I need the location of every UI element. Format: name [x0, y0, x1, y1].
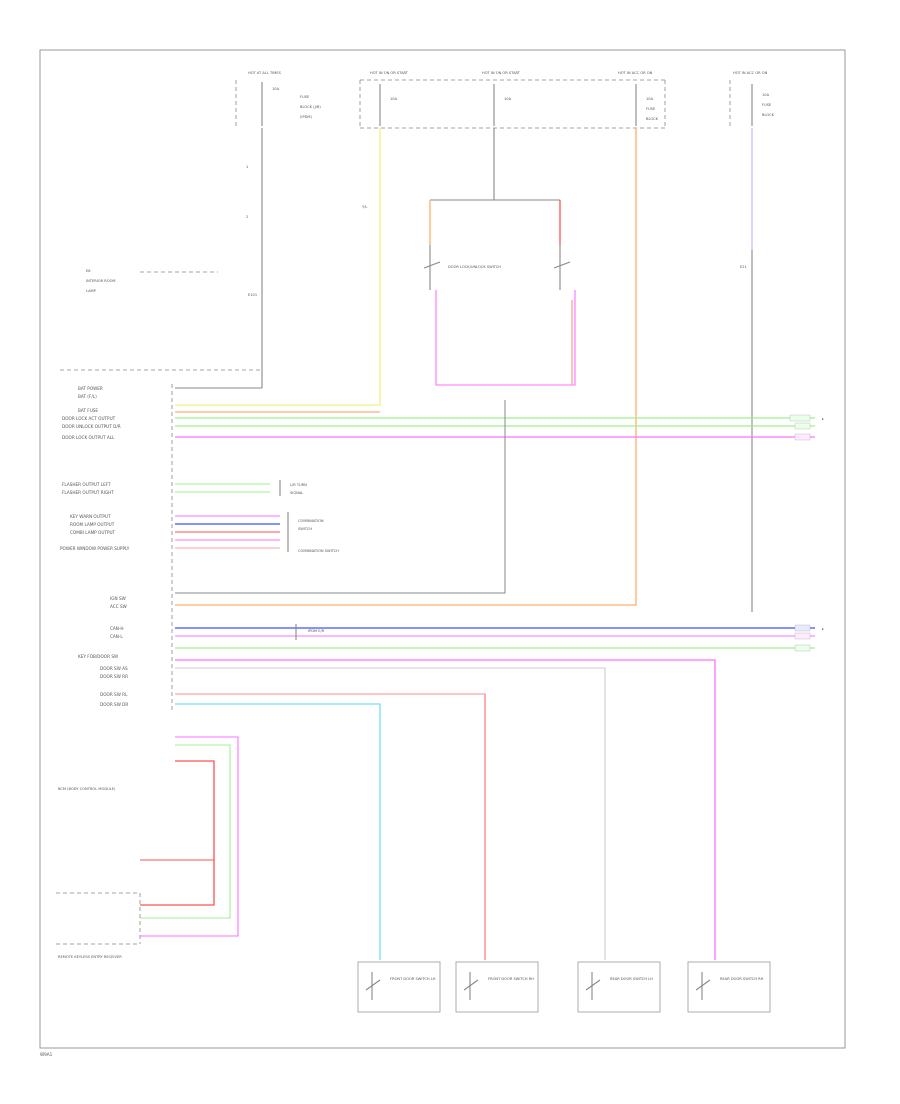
svg-text:LAMP: LAMP [86, 289, 97, 293]
wire-keyfob-power [140, 736, 239, 937]
bcm-label: BCM (BODY CONTROL MODULE) [58, 787, 116, 791]
ipdm-connector: IPDM E/R [295, 624, 325, 640]
fuse-block-c: HOT IN ON OR START 10A [482, 71, 521, 126]
pin-label-6: FLASHER OUTPUT LEFT [62, 482, 111, 487]
svg-text:E101: E101 [248, 293, 257, 297]
svg-text:2: 2 [246, 215, 248, 219]
pin-label-4: DOOR UNLOCK OUTPUT D/R [62, 424, 121, 429]
wire-keyfob-signal [140, 744, 231, 919]
svg-text:1: 1 [246, 165, 248, 169]
pin-label-20: DOOR SW DR [100, 702, 128, 707]
pin-label-16: KEY FOB/DOOR SW [78, 654, 118, 659]
pin-label-19: DOOR SW RL [100, 692, 128, 697]
pin-label-8: KEY WARN OUTPUT [70, 514, 111, 519]
wire-door-sw-rl [175, 667, 606, 960]
combination-switch-label: COMBINATION SWITCH [298, 549, 339, 553]
svg-text:COMBINATION: COMBINATION [298, 519, 324, 523]
fuse-c-label: HOT IN ON OR START [482, 71, 521, 75]
svg-text:BLOCK (J/B): BLOCK (J/B) [300, 105, 321, 109]
door-switch-rl: REAR DOOR SWITCH LH [577, 961, 661, 1013]
wire-black-ign [175, 400, 506, 594]
door-lock-switch-block: DOOR LOCK/UNLOCK SWITCH [423, 128, 576, 386]
pin-label-18: DOOR SW RR [100, 674, 128, 679]
keyfob-receiver: REMOTE KEYLESS ENTRY RECEIVER [56, 892, 141, 959]
pin-label-13: ACC SW [110, 604, 127, 609]
keyfob-receiver-label: REMOTE KEYLESS ENTRY RECEIVER [58, 955, 122, 959]
pin-label-10: COMBI LAMP OUTPUT [70, 530, 116, 535]
wire-door-sw-rr [175, 659, 716, 960]
door-switch-fl: FRONT DOOR SWITCH LH [357, 961, 441, 1013]
door-switch-fl-label: FRONT DOOR SWITCH LH [390, 977, 436, 981]
pin-label-1: BAT (F/L) [78, 394, 97, 399]
svg-text:10A: 10A [272, 87, 280, 91]
svg-text:BLOCK: BLOCK [646, 117, 659, 121]
svg-text:▸: ▸ [822, 417, 824, 421]
svg-text:FUSE: FUSE [300, 95, 310, 99]
svg-text:INTERIOR ROOM: INTERIOR ROOM [86, 279, 116, 283]
wire-yellow [175, 128, 381, 406]
side-connector: E8 INTERIOR ROOM LAMP [86, 269, 218, 293]
flasher-connector: L/R TURN SIGNAL [279, 480, 307, 496]
svg-text:SIGNAL: SIGNAL [290, 491, 303, 495]
svg-text:FUSE: FUSE [646, 107, 656, 111]
wire-keyfob-ground [140, 760, 215, 906]
pin-label-17: DOOR SW AS [100, 666, 128, 671]
fuse-d-label: HOT IN ACC OR ON [618, 71, 653, 75]
fuse-a-label: HOT AT ALL TIMES [248, 71, 282, 75]
diagram-frame [39, 49, 846, 1049]
pin-label-15: CAN-L [110, 634, 123, 639]
pin-label-3: DOOR LOCK ACT OUTPUT [62, 416, 116, 421]
wire-door-sw-dr [175, 703, 381, 960]
svg-text:SWITCH: SWITCH [298, 527, 312, 531]
pin-label-2: BAT FUSE [78, 408, 98, 413]
wire-door-sw-as [175, 693, 486, 960]
svg-text:Y/L: Y/L [362, 205, 367, 209]
svg-text:10A: 10A [646, 97, 654, 101]
svg-text:FUSE: FUSE [762, 103, 772, 107]
warn-connector: COMBINATION SWITCH COMBINATION SWITCH [287, 512, 339, 553]
pin-label-5: DOOR LOCK OUTPUT ALL [62, 435, 115, 440]
door-lock-switch-label: DOOR LOCK/UNLOCK SWITCH [448, 265, 501, 269]
svg-text:10A: 10A [504, 97, 512, 101]
fuse-b-label: HOT IN ON OR START [370, 71, 409, 75]
svg-text:BLOCK: BLOCK [762, 113, 775, 117]
svg-text:E21: E21 [740, 265, 747, 269]
wire-orange-acc [175, 128, 637, 606]
right-terminations: ▸ ▸ [789, 414, 824, 652]
door-switch-fr: FRONT DOOR SWITCH RH [455, 961, 539, 1013]
svg-text:▸: ▸ [822, 627, 824, 631]
door-switch-rr: REAR DOOR SWITCH RH [687, 961, 771, 1013]
fuse-e-label: HOT IN ACC OR ON [733, 71, 768, 75]
ipdm-label: IPDM E/R [308, 629, 325, 633]
svg-text:L/R TURN: L/R TURN [290, 483, 307, 487]
pin-label-7: FLASHER OUTPUT RIGHT [62, 490, 114, 495]
pin-label-0: BAT POWER [78, 386, 103, 391]
fuse-block-b: HOT IN ON OR START 10A [359, 71, 666, 129]
pin-label-11: POWER WINDOW POWER SUPPLY [60, 546, 130, 551]
svg-text:10A: 10A [390, 97, 398, 101]
svg-text:(IPDM): (IPDM) [300, 115, 312, 119]
feed-wire-bat: 1 2 E101 [175, 128, 263, 389]
pin-label-14: CAN-H [110, 626, 124, 631]
door-switch-fr-label: FRONT DOOR SWITCH RH [488, 977, 534, 981]
svg-text:E8: E8 [86, 269, 91, 273]
svg-text:10A: 10A [762, 93, 770, 97]
pin-label-9: ROOM LAMP OUTPUT [70, 522, 115, 527]
footer-code: W9A1 [40, 1052, 53, 1057]
door-switch-rl-label: REAR DOOR SWITCH LH [610, 977, 653, 981]
bcm-pin-labels: BAT POWER BAT (F/L) BAT FUSE DOOR LOCK A… [60, 386, 130, 707]
fuse-block-d: HOT IN ACC OR ON 10A FUSE BLOCK [618, 71, 659, 126]
pin-label-12: IGN SW [110, 596, 126, 601]
fuse-block-a: HOT AT ALL TIMES 10A FUSE BLOCK (J/B) (I… [235, 71, 321, 128]
fuse-block-e: HOT IN ACC OR ON 10A FUSE BLOCK [729, 71, 775, 128]
door-switch-rr-label: REAR DOOR SWITCH RH [720, 977, 764, 981]
